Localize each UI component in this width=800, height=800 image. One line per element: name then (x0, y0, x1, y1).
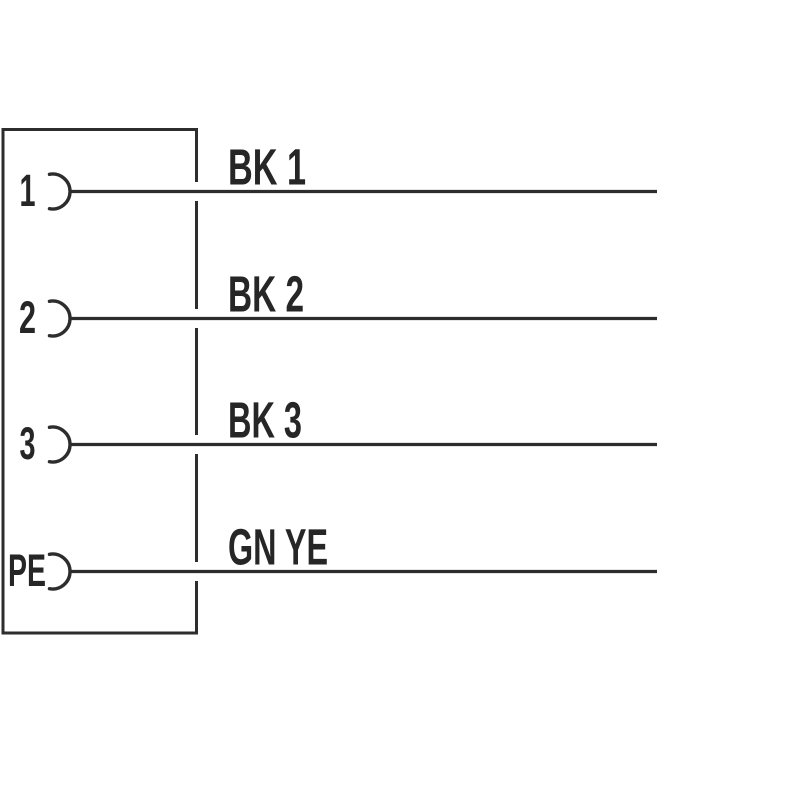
contact-socket-icon (47, 552, 72, 591)
pin-number-label: PE (8, 545, 46, 596)
pin-row-2: 2 BK 2 (19, 266, 657, 343)
wire-color-label: BK 3 (228, 392, 302, 449)
connector-body-outline (1, 128, 198, 635)
contact-socket-icon (47, 425, 72, 464)
pin-number-label: 2 (19, 292, 36, 343)
contact-socket-icon (47, 172, 72, 211)
pin-number-label: 3 (20, 418, 36, 469)
pin-row-3: 3 BK 3 (20, 392, 657, 469)
pin-number-label: 1 (20, 165, 36, 216)
wire-color-label: GN YE (228, 519, 328, 576)
pin-row-pe: PE GN YE (8, 519, 657, 596)
contact-socket-icon (47, 299, 72, 338)
pin-row-1: 1 BK 1 (20, 139, 657, 216)
wire-color-label: BK 2 (228, 266, 304, 323)
wire-color-label: BK 1 (228, 139, 306, 196)
